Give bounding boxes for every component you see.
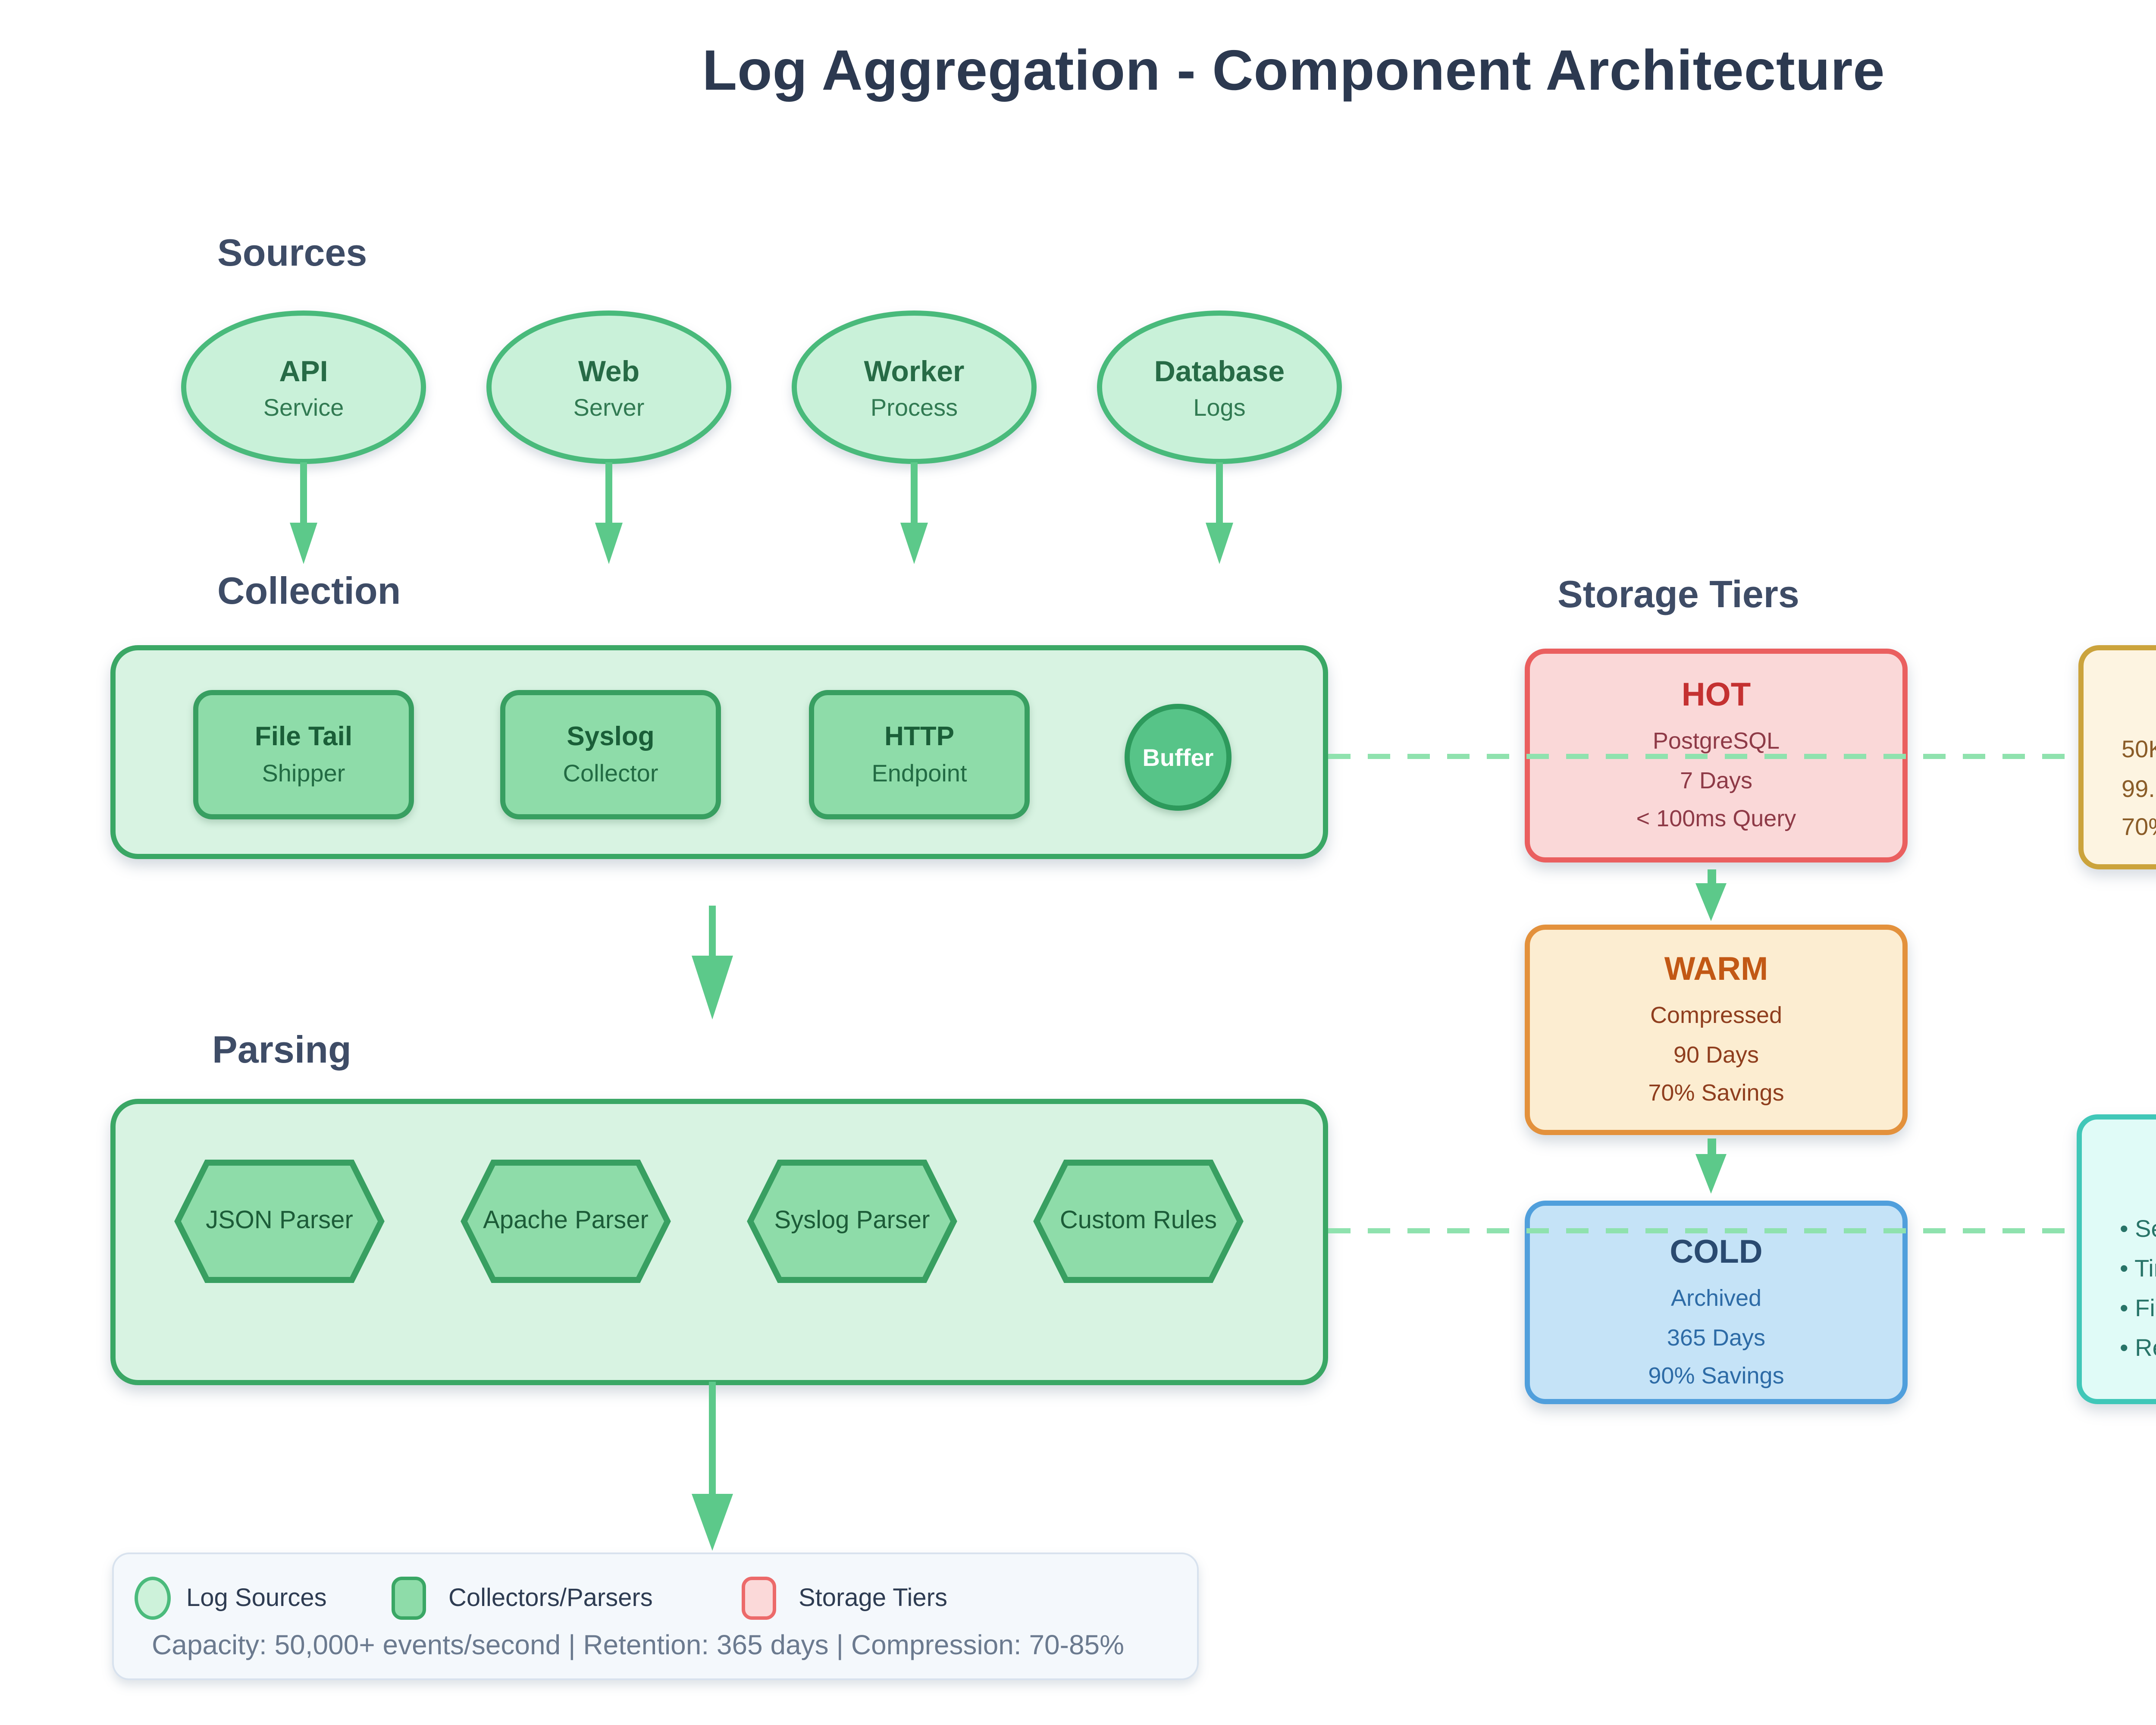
source-title: Web [578,354,640,387]
storage-tier-cold: COLD Archived 365 Days 90% Savings [1525,1201,1908,1404]
metrics-title: Real-time Metrics [2084,678,2156,709]
arrow-warm-to-cold-icon [1695,1138,1727,1194]
source-subtitle: Service [263,392,344,420]
section-label-parsing: Parsing [212,1028,351,1071]
arrow-collection-to-parsing-icon [692,906,733,1019]
legend-item-label: Log Sources [186,1585,327,1613]
source-node-database: Database Logs [1097,310,1342,464]
legend-caption: Capacity: 50,000+ events/second | Retent… [152,1632,1125,1661]
page-title: Log Aggregation - Component Architecture [702,38,1885,102]
storage-tier-warm: WARM Compressed 90 Days 70% Savings [1525,925,1908,1135]
collector-title: File Tail [254,723,353,752]
index-bullet: • Retention Rules [2120,1333,2156,1361]
collector-title: Syslog [567,723,655,752]
legend-item-label: Storage Tiers [799,1585,947,1613]
realtime-metrics-panel: Real-time Metrics 50K events/sec 99.9% p… [2078,645,2156,869]
hexagon-shape-icon [174,1160,385,1283]
collector-node-syslog: Syslog Collector [500,690,721,819]
source-title: Worker [864,354,965,387]
buffer-node: Buffer [1125,704,1232,811]
section-label-sources: Sources [217,231,367,274]
legend-item-label: Collectors/Parsers [448,1585,653,1613]
source-subtitle: Server [573,392,645,420]
parser-label: Apache Parser [483,1208,649,1235]
collector-subtitle: Endpoint [871,759,967,787]
parser-node-apache: Apache Parser [457,1154,674,1289]
parser-label: Syslog Parser [774,1208,930,1235]
hexagon-shape-icon [461,1160,671,1283]
section-label-collection: Collection [217,569,401,612]
tier-name: COLD [1670,1235,1763,1271]
index-bullet: • Service Catalog [2120,1214,2156,1242]
index-title: Index System [2082,1157,2156,1189]
tier-line: 90 Days [1673,1041,1759,1067]
source-node-worker: Worker Process [792,310,1037,464]
tier-line: < 100ms Query [1636,806,1796,831]
source-title: API [279,354,328,387]
parser-node-syslog: Syslog Parser [743,1154,961,1289]
source-subtitle: Process [870,392,958,420]
section-label-storage-tiers: Storage Tiers [1557,573,1799,616]
collector-subtitle: Collector [563,759,658,787]
source-node-web: Web Server [486,310,731,464]
legend-panel: Log Sources Collectors/Parsers Storage T… [112,1552,1199,1680]
source-node-api: API Service [181,310,426,464]
parser-label: Custom Rules [1059,1208,1217,1235]
tier-name: WARM [1664,952,1768,988]
hexagon-shape-icon [1033,1160,1244,1283]
metrics-line: 70% compression [2122,812,2156,840]
arrow-database-to-collection-icon [1206,462,1233,564]
arrow-parsing-output-icon [692,1382,733,1551]
metrics-line: 50K events/sec [2122,735,2156,762]
tier-line: 7 Days [1680,767,1753,793]
legend-collectors-parsers-swatch-icon [392,1577,426,1620]
index-bullet: • Time Ranges [2120,1254,2156,1282]
tier-line: 365 Days [1667,1324,1766,1350]
tier-line: Compressed [1650,1002,1783,1028]
collector-subtitle: Shipper [262,759,345,787]
parser-node-json: JSON Parser [171,1154,388,1289]
parser-node-custom-rules: Custom Rules [1030,1154,1247,1289]
source-title: Database [1154,354,1285,387]
metrics-line: 99.9% parse rate [2122,774,2156,801]
tier-line: Archived [1670,1285,1762,1311]
tier-line: PostgreSQL [1652,728,1780,754]
source-subtitle: Logs [1193,392,1246,420]
arrow-web-to-collection-icon [595,462,623,564]
arrow-hot-to-warm-icon [1695,869,1727,921]
parser-label: JSON Parser [206,1208,353,1235]
hexagon-shape-icon [747,1160,957,1283]
index-system-panel: Index System • Service Catalog • Time Ra… [2077,1114,2156,1404]
legend-log-sources-swatch-icon [135,1577,171,1620]
dashed-connector-collection-to-metrics [1328,754,2078,759]
index-bullet: • File Locations [2120,1294,2156,1321]
collector-node-http: HTTP Endpoint [809,690,1030,819]
arrow-worker-to-collection-icon [900,462,928,564]
tier-line: 90% Savings [1648,1363,1784,1389]
collector-title: HTTP [884,723,954,752]
collector-node-file-tail: File Tail Shipper [193,690,414,819]
legend-storage-tiers-swatch-icon [742,1577,776,1620]
dashed-connector-parsing-to-index [1328,1228,2078,1233]
arrow-api-to-collection-icon [290,462,317,564]
tier-line: 70% Savings [1648,1080,1784,1106]
tier-name: HOT [1681,678,1751,714]
